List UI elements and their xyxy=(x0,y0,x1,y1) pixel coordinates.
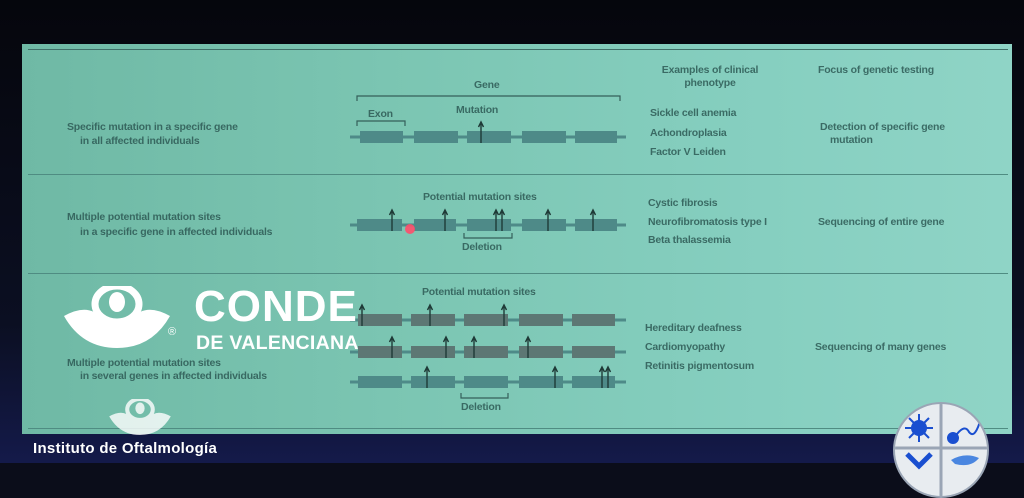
mutation-arrow-icon xyxy=(426,303,434,326)
exon xyxy=(572,346,615,358)
exon xyxy=(464,346,508,358)
header-gene: Gene xyxy=(474,79,500,91)
mutation-arrow-icon xyxy=(388,208,396,231)
row1-description-1: Specific mutation in a specific gene xyxy=(67,121,238,133)
row3-focus: Sequencing of many genes xyxy=(815,341,947,353)
row2-phenotype-2: Neurofibromatosis type I xyxy=(648,216,767,228)
cell-icon xyxy=(951,455,979,466)
row2-focus: Sequencing of entire gene xyxy=(818,216,945,228)
mutation-arrow-icon xyxy=(477,120,485,143)
registered-mark: ® xyxy=(168,326,177,338)
row3-phenotype-2: Cardiomyopathy xyxy=(645,341,726,353)
exon xyxy=(358,376,402,388)
mutation-arrow-icon xyxy=(598,365,606,388)
mutation-arrow-icon xyxy=(441,208,449,231)
gene-bracket xyxy=(356,95,621,101)
exon xyxy=(358,346,402,358)
row1-phenotype-2: Achondroplasia xyxy=(650,127,727,139)
virus-icon xyxy=(905,414,933,442)
mutation-arrow-icon xyxy=(388,335,396,358)
exon xyxy=(519,346,563,358)
exon xyxy=(411,376,455,388)
sperm-icon xyxy=(947,417,982,444)
exon-bracket xyxy=(356,120,406,126)
exon xyxy=(575,131,617,143)
exon xyxy=(522,131,566,143)
exon xyxy=(467,219,511,231)
brand-name: CONDE xyxy=(194,282,358,331)
mutation-arrow-icon xyxy=(470,335,478,358)
exon xyxy=(572,376,615,388)
row3-phenotype-3: Retinitis pigmentosum xyxy=(645,360,754,372)
exon xyxy=(360,131,403,143)
row1-focus-1: Detection of specific gene xyxy=(820,121,945,133)
row1-focus-2: mutation xyxy=(830,134,873,146)
mutation-arrow-icon xyxy=(423,365,431,388)
exon xyxy=(411,314,455,326)
slide xyxy=(22,44,1012,434)
gene-diagram-5 xyxy=(350,365,626,388)
gene-diagram-3 xyxy=(350,303,626,326)
brand-subtitle: DE VALENCIANA xyxy=(196,332,359,354)
row2-deletion-label: Deletion xyxy=(462,241,502,253)
divider-bottom xyxy=(28,428,1008,429)
mutation-arrow-icon xyxy=(442,335,450,358)
small-eye-logo-icon xyxy=(109,399,171,435)
exon xyxy=(464,376,508,388)
row3-deletion-bracket xyxy=(460,393,509,399)
mutation-arrow-icon xyxy=(492,208,500,231)
laser-pointer-dot xyxy=(405,224,415,234)
exon xyxy=(464,314,508,326)
divider-top xyxy=(28,49,1008,50)
mutation-arrow-icon xyxy=(604,365,612,388)
mutation-arrow-icon xyxy=(524,335,532,358)
mutation-arrow-icon xyxy=(498,208,506,231)
row1-phenotype-3: Factor V Leiden xyxy=(650,146,726,158)
exon-label: Exon xyxy=(368,108,393,120)
row2-description-1: Multiple potential mutation sites xyxy=(67,211,221,223)
row2-description-2: in a specific gene in affected individua… xyxy=(80,226,273,238)
gene-diagram-1 xyxy=(350,120,626,143)
mutation-arrow-icon xyxy=(551,365,559,388)
exon xyxy=(522,219,566,231)
mutation-arrow-icon xyxy=(358,303,366,326)
row2-phenotype-3: Beta thalassemia xyxy=(648,234,731,246)
exon xyxy=(411,346,455,358)
row2-deletion-bracket xyxy=(463,233,513,239)
mutation-arrow-icon xyxy=(500,303,508,326)
row3-sites-label: Potential mutation sites xyxy=(422,286,536,298)
science-badge-icon xyxy=(893,402,989,498)
row3-deletion-label: Deletion xyxy=(461,401,501,413)
header-focus: Focus of genetic testing xyxy=(818,64,934,76)
exon xyxy=(358,314,402,326)
header-examples-1: Examples of clinical xyxy=(661,64,759,76)
gene-diagram-2 xyxy=(350,208,626,231)
mutation-label: Mutation xyxy=(456,104,499,116)
exon xyxy=(357,219,402,231)
mutation-arrow-icon xyxy=(544,208,552,231)
antibody-icon xyxy=(905,452,933,470)
gene-diagram-4 xyxy=(350,335,626,358)
row2-sites-label: Potential mutation sites xyxy=(423,191,537,203)
row2-phenotype-1: Cystic fibrosis xyxy=(648,197,718,209)
row3-description-1: Multiple potential mutation sites xyxy=(67,357,221,369)
exon xyxy=(467,131,511,143)
row3-phenotype-1: Hereditary deafness xyxy=(645,322,742,334)
gene-diagrams xyxy=(350,95,626,399)
row1-description-2: in all affected individuals xyxy=(80,135,200,147)
institute-name: Instituto de Oftalmología xyxy=(33,440,218,457)
exon xyxy=(414,219,456,231)
exon xyxy=(519,314,563,326)
exon xyxy=(572,314,615,326)
header-examples-2: phenotype xyxy=(684,77,736,89)
exon xyxy=(519,376,563,388)
mutation-arrow-icon xyxy=(589,208,597,231)
exon xyxy=(414,131,458,143)
row1-phenotype-1: Sickle cell anemia xyxy=(650,107,737,119)
eye-logo-icon xyxy=(64,286,170,348)
divider-row1 xyxy=(28,174,1008,175)
exon xyxy=(575,219,617,231)
divider-row2 xyxy=(28,273,1008,274)
row3-description-2: in several genes in affected individuals xyxy=(80,370,267,382)
